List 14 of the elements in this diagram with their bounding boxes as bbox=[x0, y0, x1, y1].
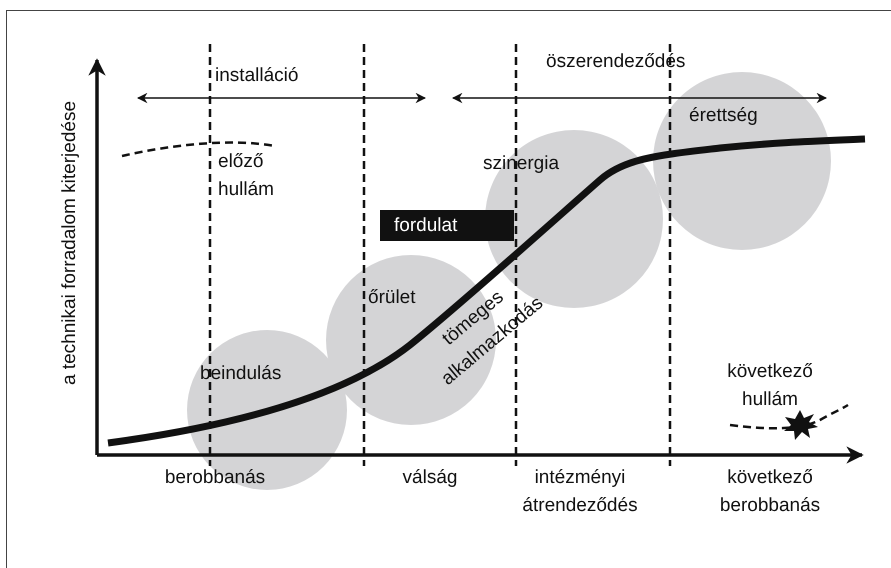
wave-label: következő hullám bbox=[726, 360, 814, 412]
phase-name: beindulás bbox=[200, 363, 282, 385]
turning-point-box: fordulat bbox=[380, 210, 514, 241]
stage-label: intézményi átrendeződés bbox=[521, 466, 639, 518]
stage-label: berobbanás bbox=[164, 466, 266, 490]
phase-name: érettség bbox=[689, 105, 758, 127]
phase-name: szinergia bbox=[483, 153, 560, 175]
wave-label: előző hullám bbox=[218, 150, 275, 202]
stage-label: következő berobbanás bbox=[718, 466, 822, 518]
axis-label: a technikai forradalom kiterjedése bbox=[58, 100, 81, 388]
phase-label: installáció bbox=[215, 64, 300, 88]
phase-label: öszerendeződés bbox=[546, 50, 686, 74]
stage-label: válság bbox=[402, 466, 458, 490]
phase-name: őrület bbox=[368, 287, 416, 309]
